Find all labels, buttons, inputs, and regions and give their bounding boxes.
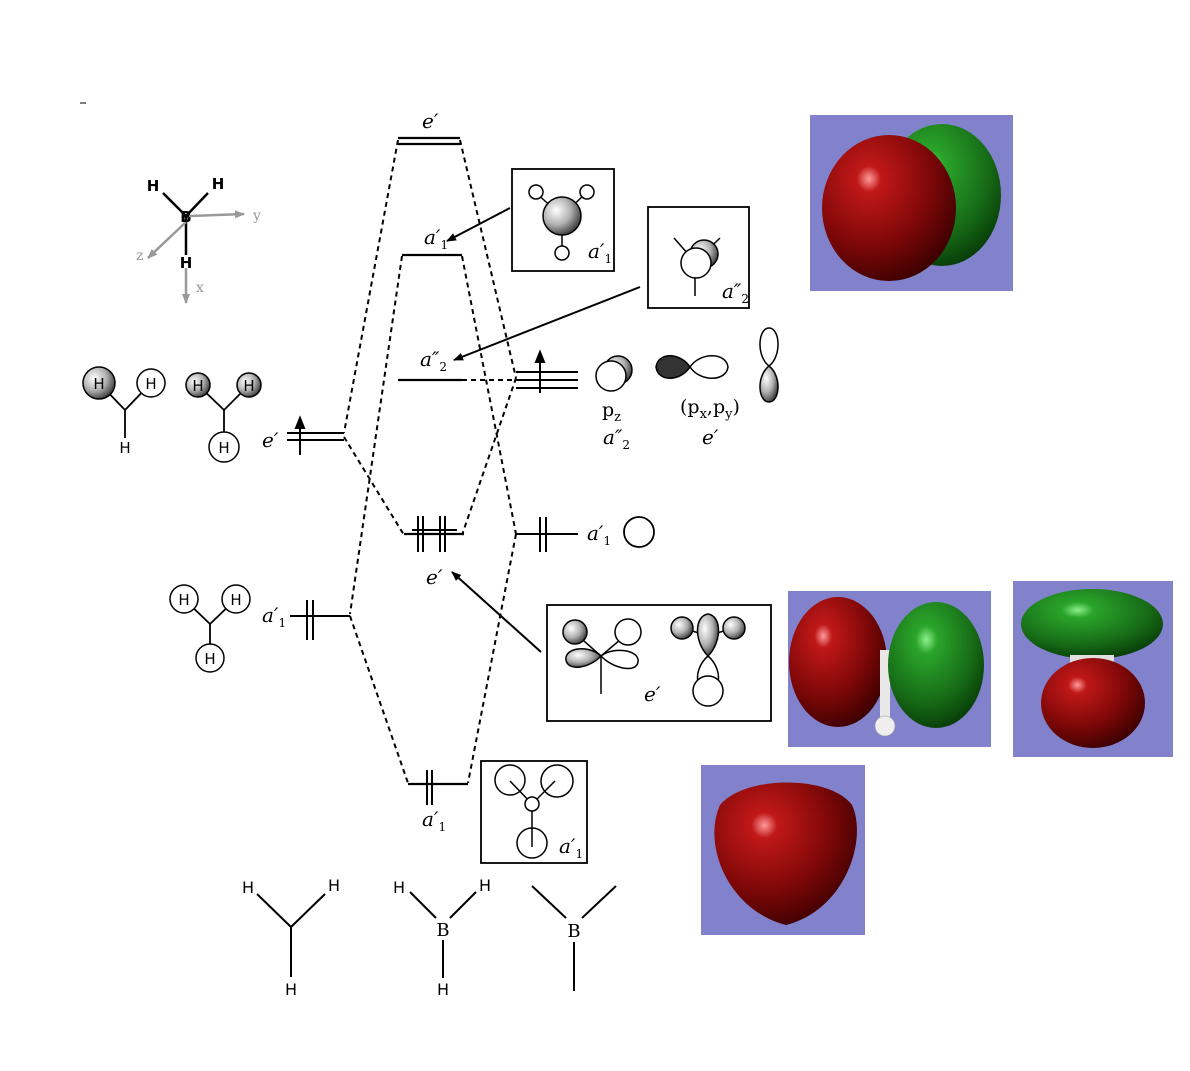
pointer-arrows [446,207,641,653]
box-a2: a″2 [647,206,750,309]
axis-h-right: H [212,175,225,193]
h-atom: H [218,439,229,457]
h3-e-orbital-1: H H H [82,366,166,457]
label-e-lower: e′ [426,565,443,589]
h-atom: H [243,377,254,395]
b-s-level [516,517,578,552]
b-pz-orbital [595,355,633,392]
h-atom: H [285,980,297,999]
h-atom: H [393,878,405,897]
correlation-lines [343,139,517,784]
box-a2-label: a″2 [722,279,749,306]
label-b-s-a1: a′1 [587,521,611,548]
label-a2-middle: a″2 [420,347,447,374]
axis-z-label: z [136,248,143,264]
h-atom: H [204,650,215,668]
h-atom: H [119,439,130,457]
box-a1-bottom-label: a′1 [559,834,583,861]
h-atom: H [328,876,340,895]
a1-bottom-electrons [426,770,433,805]
b-px-orbital [655,355,729,379]
a1-orbital-render [701,765,865,935]
h3-e-orbital-2: H H H [185,372,262,463]
b-py-orbital [759,327,779,403]
h3-a1-level [290,600,350,640]
h-atom: H [93,375,104,393]
box-a1-upper-label: a′1 [588,239,612,266]
h3-fragment-structure: H H H [242,876,340,999]
h-atom: H [145,375,156,393]
e-orbital-render-2 [1013,581,1173,757]
bh3-levels [398,136,468,786]
box-e-label: e′ [644,682,661,706]
label-pxpy: (px,py) [680,396,740,422]
h-atom: H [479,876,491,895]
e-orbital-render-1 [788,591,991,747]
box-a1-bottom: a′1 [480,760,588,864]
label-pz-sym: a″2 [603,425,630,452]
b-fragment-structure: B [531,885,617,991]
b-p-level [516,349,578,393]
h-atom: H [178,591,189,609]
h-atom: H [437,980,449,999]
axis-x-label: x [196,280,204,296]
b-s-orbital [623,516,655,548]
label-a1-bottom: a′1 [422,807,446,834]
bh3-axes-figure: H H B H y z x [136,175,261,304]
label-h3-e: e′ [262,428,279,452]
h-atom: H [192,377,203,395]
pz-orbital-render [810,115,1013,291]
h-atom: H [230,591,241,609]
bh3-structure: B H H H [393,876,491,999]
box-a1-upper: a′1 [511,168,615,272]
axis-y-label: y [252,208,261,224]
h3-a1-orbital: H H H [169,584,251,673]
box-e: e′ [546,604,772,722]
axis-b: B [180,208,191,226]
axis-h-left: H [147,177,160,195]
e-level-electrons [412,516,457,552]
h-atom: H [242,878,254,897]
label-pz: pz [602,399,621,425]
axis-h-bottom: H [180,254,193,272]
b-atom: B [436,920,449,941]
label-h3-a1: a′1 [262,603,286,630]
label-a1-upper: a′1 [424,225,448,252]
label-pxpy-sym: e′ [702,425,719,449]
label-e-top: e′ [422,109,439,133]
h3-e-level [287,415,344,455]
b-atom: B [567,921,580,942]
